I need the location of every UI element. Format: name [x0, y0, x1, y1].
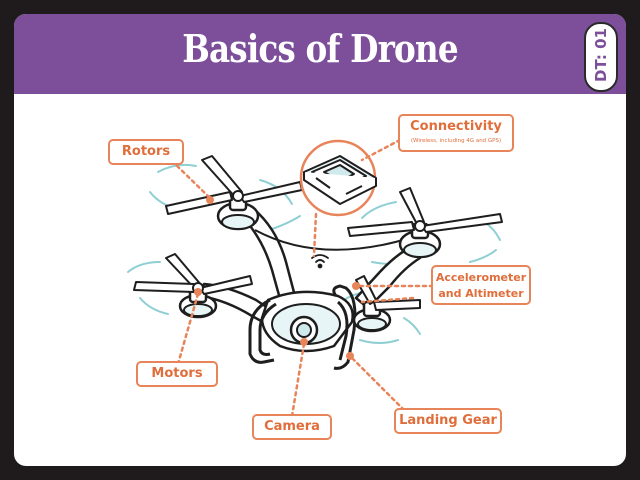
- drone-body: [260, 290, 354, 353]
- label-connectivity: Connectivity (Wireless, including 4G and…: [398, 114, 514, 152]
- sheet-tag: DT: 01: [584, 22, 618, 92]
- label-camera-text: Camera: [264, 419, 320, 434]
- label-rotors: Rotors: [108, 139, 184, 165]
- rotor-front-right: [347, 187, 503, 237]
- antenna-cable: [254, 229, 411, 251]
- label-landing-gear: Landing Gear: [394, 408, 502, 434]
- rotor-front-left: [165, 155, 303, 215]
- leader-lines: [170, 138, 435, 418]
- label-connectivity-text: Connectivity: [410, 119, 502, 134]
- label-connectivity-subtext: (Wireless, including 4G and GPS): [410, 138, 502, 144]
- label-camera: Camera: [252, 414, 332, 440]
- rotor-rear-left: [133, 253, 253, 295]
- camera-icon: [289, 315, 319, 345]
- label-landing-gear-text: Landing Gear: [399, 413, 497, 428]
- motor-rear-left: [178, 286, 218, 319]
- label-motors: Motors: [136, 361, 218, 387]
- leader-dots: [194, 196, 360, 360]
- title-banner: Basics of Drone: [14, 14, 626, 94]
- label-accelerometer-line2: and Altimeter: [438, 287, 524, 300]
- motor-front-left: [216, 194, 260, 231]
- page-title: Basics of Drone: [182, 26, 458, 71]
- label-rotors-text: Rotors: [121, 144, 171, 159]
- label-accelerometer: Accelerometer and Altimeter: [431, 265, 531, 305]
- landing-gear: [248, 284, 357, 370]
- infographic-card: Basics of Drone: [14, 14, 626, 466]
- rotor-rear-right: [355, 275, 421, 311]
- label-motors-text: Motors: [151, 366, 203, 381]
- label-accelerometer-line1: Accelerometer: [435, 271, 527, 284]
- connectivity-module-zoom: [299, 139, 377, 217]
- wifi-icon: [311, 254, 329, 269]
